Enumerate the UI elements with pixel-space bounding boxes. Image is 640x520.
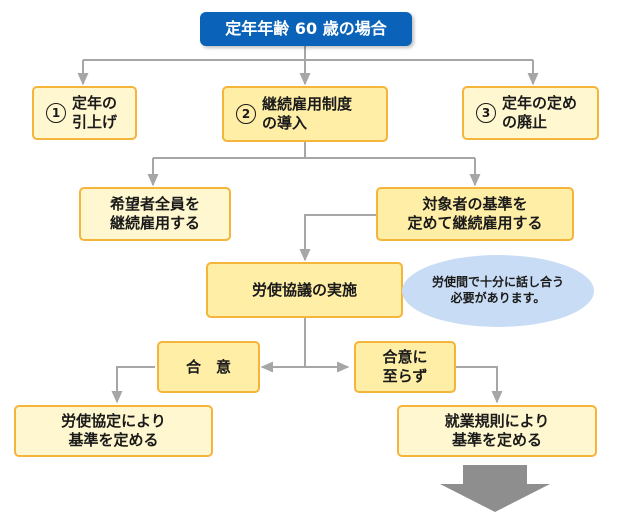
- result-agreement-label: 労使協定により 基準を定める: [61, 412, 166, 449]
- not-agree-label: 合意に 至らず: [382, 348, 428, 385]
- note-bubble: 労使間で十分に話し合う 必要があります。: [402, 255, 594, 327]
- option-1-label: 定年の 引上げ: [72, 94, 118, 131]
- arrow-to-result-agreement: [111, 366, 155, 404]
- agree-label: 合 意: [185, 357, 231, 376]
- labor-talks-box: 労使協議の実施: [206, 262, 403, 318]
- number-3-icon: 3: [476, 103, 496, 123]
- branch-all-label: 希望者全員を 継続雇用する: [109, 195, 200, 232]
- agree-box: 合 意: [157, 341, 260, 393]
- option-1-box: 1 定年の 引上げ: [32, 86, 137, 140]
- not-agree-box: 合意に 至らず: [354, 341, 456, 393]
- number-1-icon: 1: [46, 103, 66, 123]
- number-2-icon: 2: [236, 104, 256, 124]
- branch-criteria-box: 対象者の基準を 定めて継続雇用する: [376, 187, 574, 241]
- note-bubble-text: 労使間で十分に話し合う 必要があります。: [431, 275, 564, 305]
- option-2-label: 継続雇用制度 の導入: [262, 95, 353, 132]
- title-text: 定年年齢 60 歳の場合: [225, 19, 387, 38]
- branch-all-box: 希望者全員を 継続雇用する: [79, 187, 231, 241]
- result-agreement-box: 労使協定により 基準を定める: [14, 405, 213, 457]
- option-2-box: 2 継続雇用制度 の導入: [222, 86, 388, 142]
- arrow-to-labor-talks: [299, 214, 376, 262]
- option-3-label: 定年の定め の廃止: [502, 94, 578, 131]
- labor-talks-label: 労使協議の実施: [251, 280, 357, 299]
- result-rules-box: 就業規則により 基準を定める: [397, 405, 597, 457]
- page-title: 定年年齢 60 歳の場合: [200, 12, 412, 46]
- option-3-box: 3 定年の定め の廃止: [462, 86, 599, 140]
- result-rules-label: 就業規則により 基準を定める: [444, 412, 550, 449]
- branch-criteria-label: 対象者の基準を 定めて継続雇用する: [407, 195, 543, 232]
- down-arrow-icon: [440, 465, 550, 512]
- arrow-to-result-rules: [456, 366, 503, 404]
